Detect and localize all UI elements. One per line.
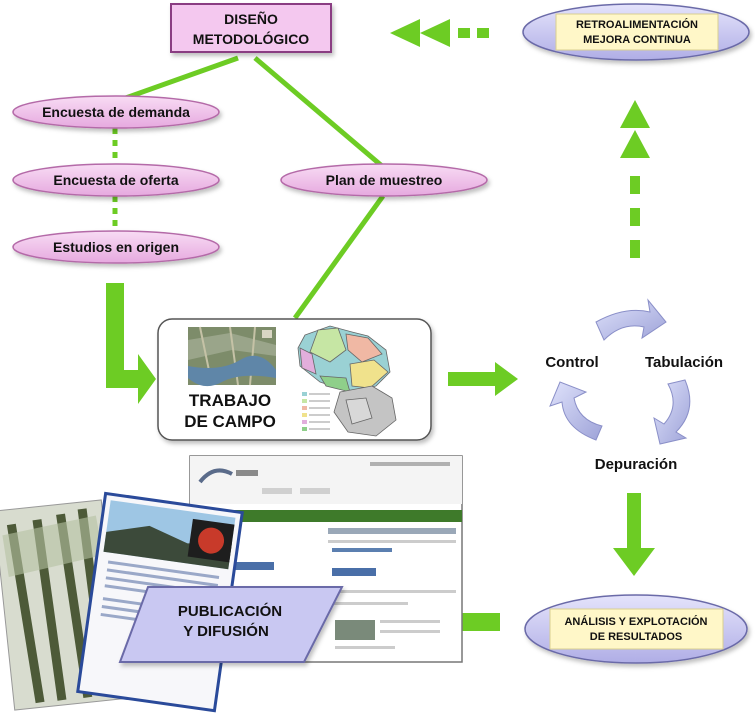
retroalimentacion-line2: MEJORA CONTINUA: [583, 34, 691, 46]
encuesta-demanda-label: Encuesta de demanda: [42, 104, 190, 120]
analisis-line1: ANÁLISIS Y EXPLOTACIÓN: [564, 615, 707, 628]
diseno-metodologico-box: [170, 3, 332, 53]
processing-cycle: [549, 298, 691, 445]
cycle-tabulacion-label: Tabulación: [645, 354, 723, 371]
arrow-cycle-to-analisis: [613, 493, 655, 576]
line-diseno-demanda: [119, 55, 239, 103]
analisis-line2: DE RESULTADOS: [590, 631, 683, 643]
cycle-arrow-left: [549, 381, 603, 441]
publicacion-difusion-box: [118, 586, 344, 663]
connector-lines: [112, 55, 386, 320]
estudios-origen-label: Estudios en origen: [53, 239, 179, 255]
encuesta-demanda-node: [12, 95, 220, 129]
diseno-title-line2: METODOLÓGICO: [193, 30, 310, 47]
line-diseno-plan: [253, 56, 384, 168]
estudios-origen-node: [12, 230, 220, 264]
cycle-depuracion-label: Depuración: [595, 456, 678, 473]
encuesta-oferta-node: [12, 163, 220, 197]
line-plan-trabajo: [292, 194, 386, 320]
retroalimentacion-label-bg: [555, 13, 719, 51]
feedback-arrow-left: [390, 19, 489, 47]
trabajo-campo-line1: TRABAJO: [189, 391, 271, 410]
regional-map-image: [297, 325, 397, 437]
cycle-arrow-right: [653, 379, 691, 445]
cycle-control-label: Control: [545, 354, 598, 371]
diseno-title-line1: DISEÑO: [224, 10, 278, 27]
trabajo-campo-line2: DE CAMPO: [184, 412, 276, 431]
retroalimentacion-line1: RETROALIMENTACIÓN: [576, 18, 698, 31]
publicacion-line2: Y DIFUSIÓN: [183, 622, 269, 640]
cycle-arrow-top: [595, 298, 667, 341]
plan-muestreo-node: [280, 163, 488, 197]
arrow-trabajo-to-cycle: [448, 362, 518, 396]
analisis-label-bg: [549, 608, 724, 650]
map-legend: [302, 392, 330, 431]
encuesta-oferta-label: Encuesta de oferta: [53, 172, 178, 188]
arrow-estudios-to-trabajo: [106, 283, 156, 404]
publicacion-line1: PUBLICACIÓN: [178, 602, 282, 620]
feedback-arrow-up: [620, 100, 650, 258]
satellite-map-image: [188, 326, 276, 387]
pink-nodes: [12, 95, 488, 264]
plan-muestreo-label: Plan de muestreo: [326, 172, 443, 188]
